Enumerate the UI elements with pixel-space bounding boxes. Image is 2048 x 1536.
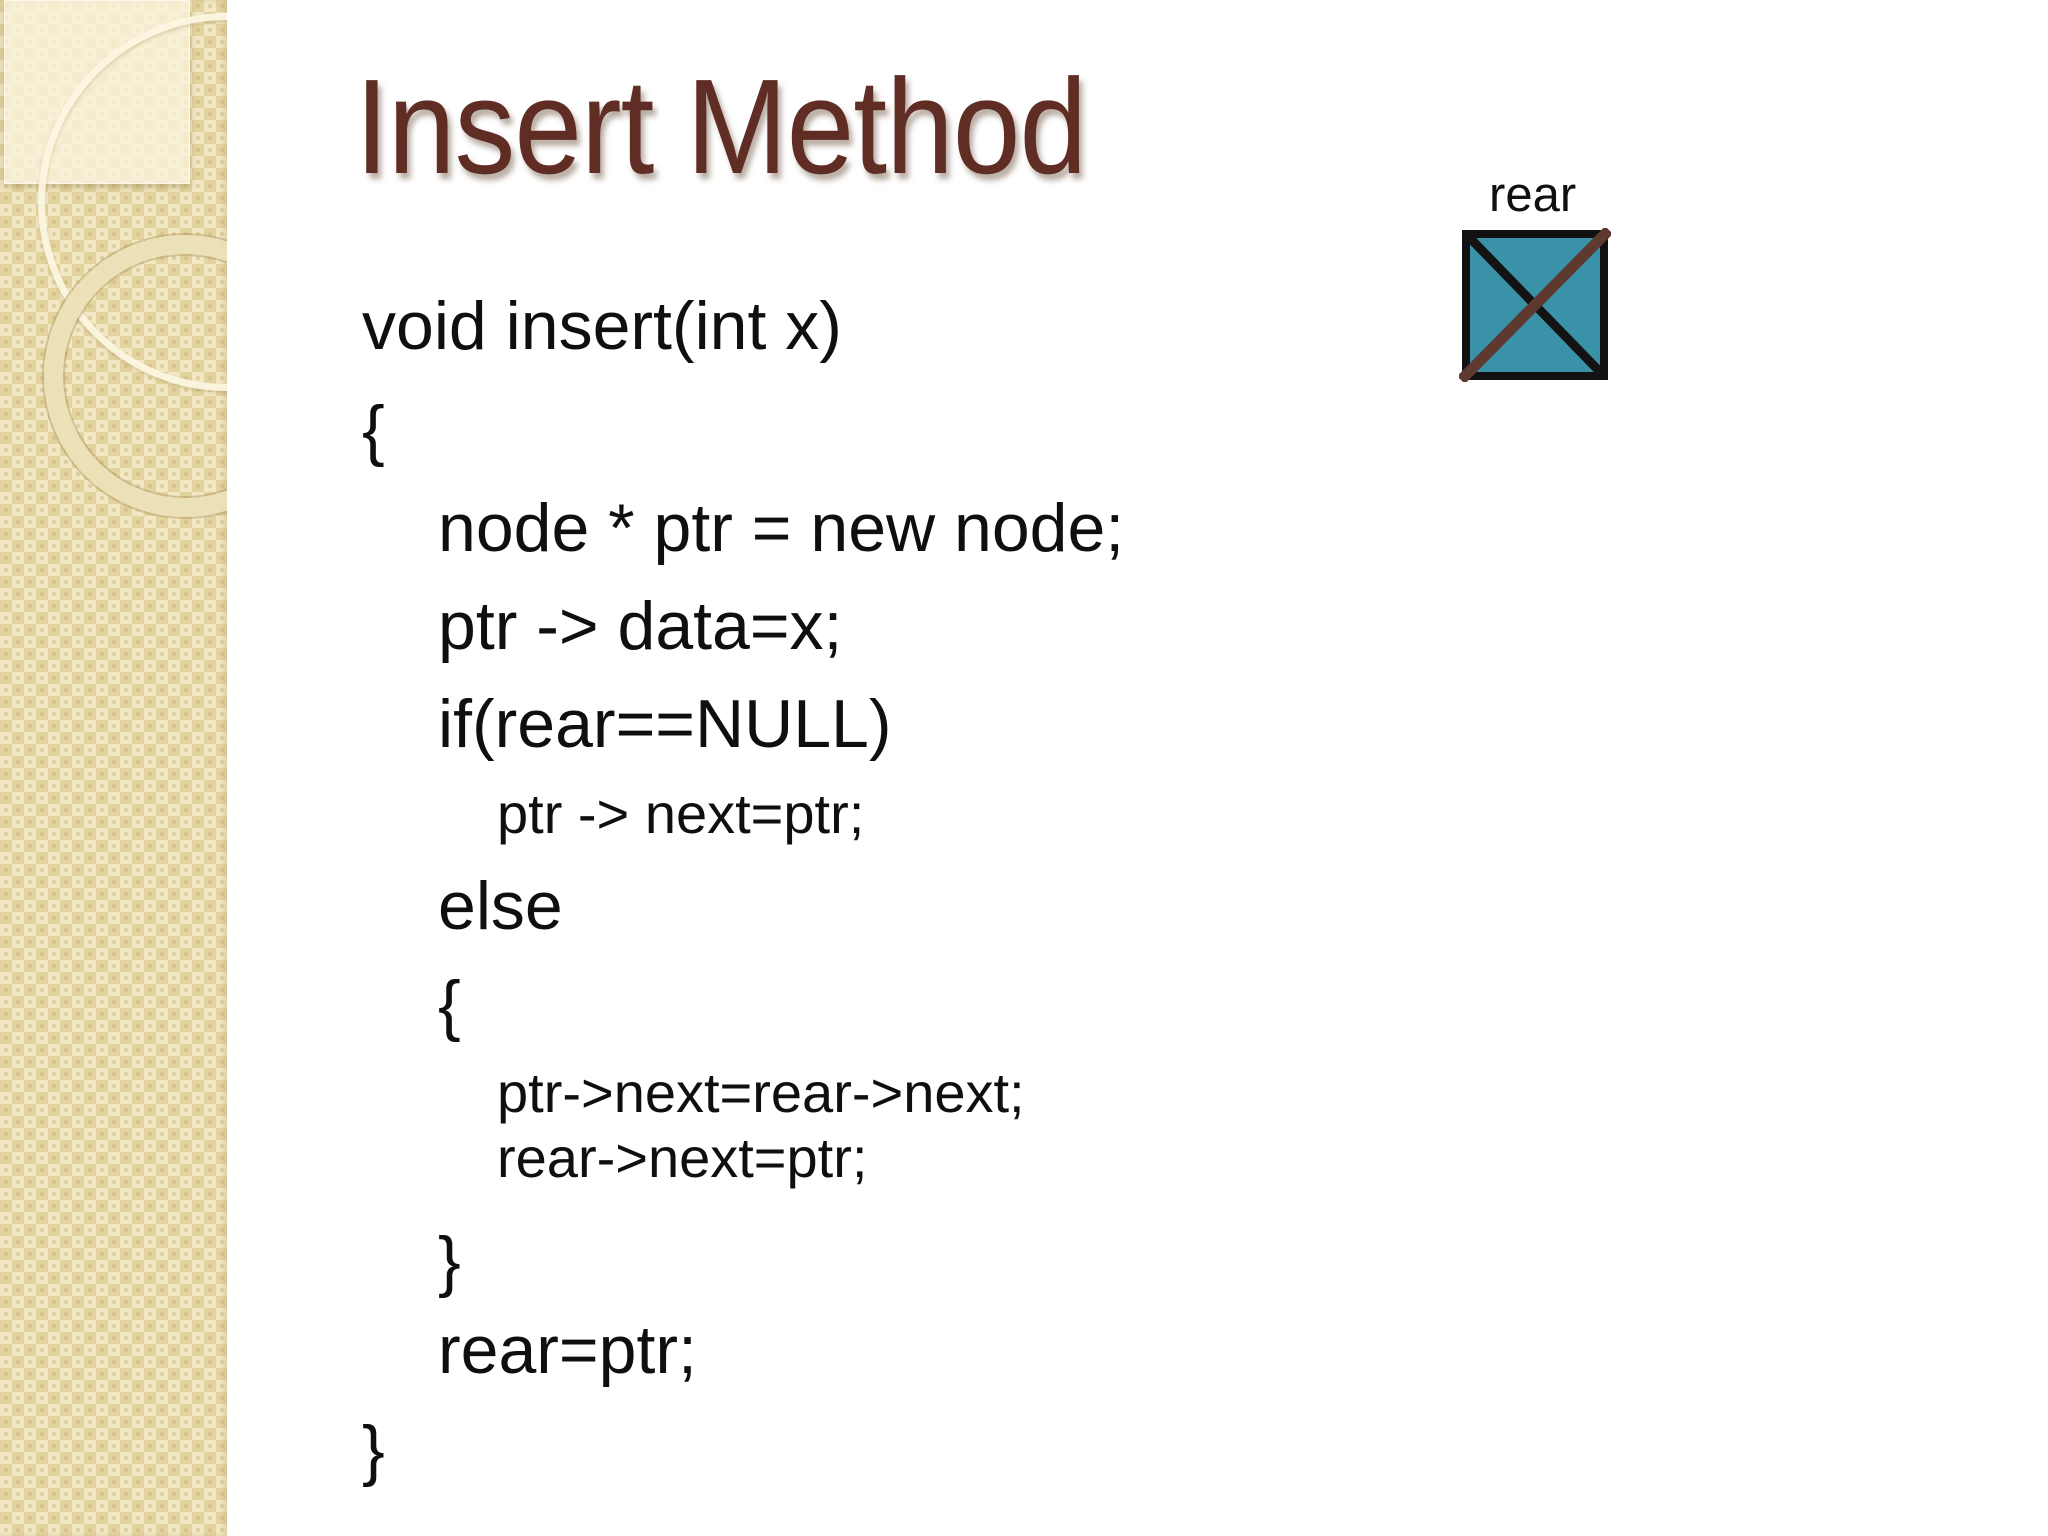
null-node-icon: [1459, 228, 1611, 382]
rear-pointer-label: rear: [1489, 168, 1577, 222]
code-line: ptr->next=rear->next;: [497, 1061, 1025, 1124]
code-line: ptr -> next=ptr;: [497, 782, 865, 845]
code-line: else: [438, 868, 563, 944]
code-line: {: [362, 392, 385, 468]
code-line: {: [438, 967, 461, 1043]
code-line: rear=ptr;: [438, 1312, 697, 1388]
code-line: node * ptr = new node;: [438, 490, 1125, 566]
page-title: Insert Method: [355, 51, 1087, 202]
code-line: ptr -> data=x;: [438, 588, 843, 664]
code-line: }: [362, 1412, 385, 1488]
code-line: void insert(int x): [362, 288, 842, 364]
code-line: }: [438, 1223, 461, 1299]
code-line: rear->next=ptr;: [497, 1126, 868, 1189]
code-line: if(rear==NULL): [438, 686, 892, 762]
sidebar-decoration: [0, 0, 227, 1536]
